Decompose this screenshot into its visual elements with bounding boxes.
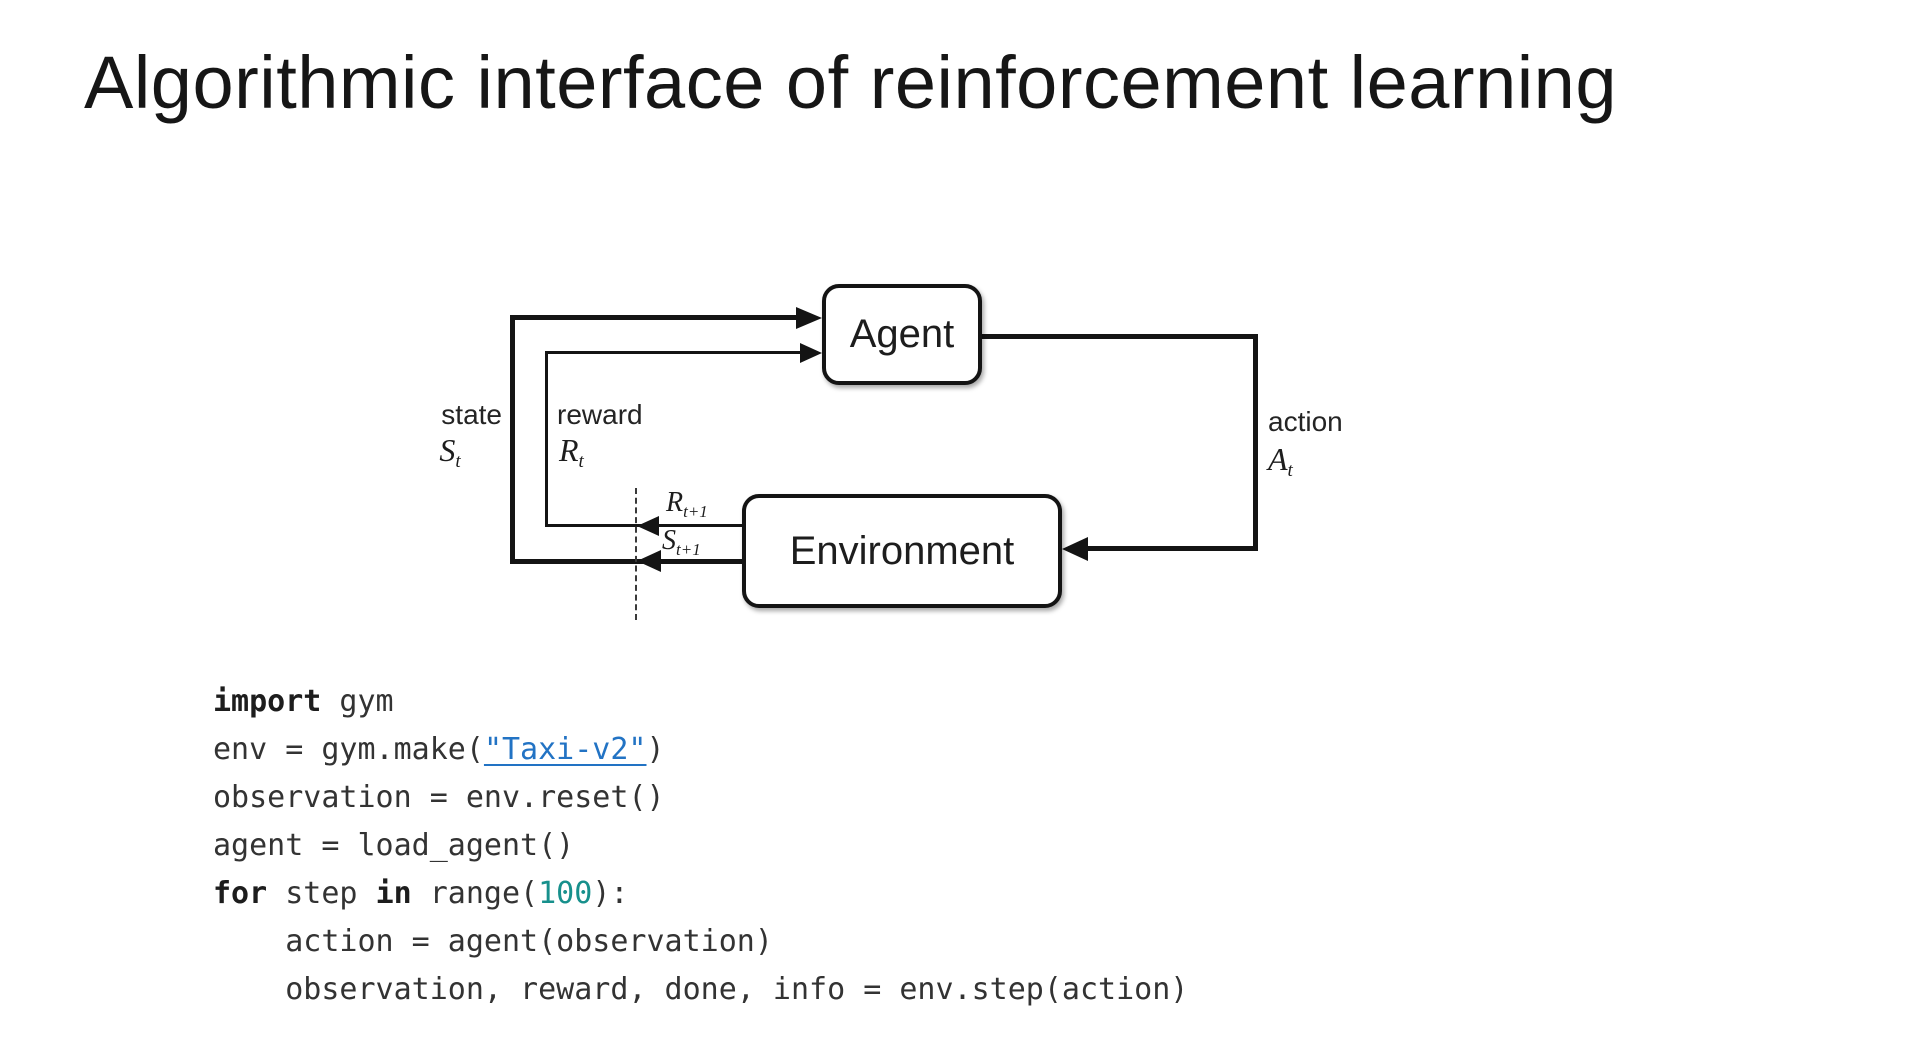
code-line: agent = load_agent() [213,822,1188,870]
code-line: observation, reward, done, info = env.st… [213,966,1188,1014]
code-token: 100 [538,876,593,911]
reward-line-left [545,351,548,527]
code-token: range( [411,876,539,911]
slide-title: Algorithmic interface of reinforcement l… [84,41,1617,124]
timestep-boundary-dashed-line [635,488,637,620]
reward-arrowhead-into-agent [800,343,822,363]
action-line-top [982,334,1258,339]
environment-box: Environment [742,494,1062,608]
agent-box-label: Agent [849,312,955,356]
code-token: gym [321,684,394,719]
code-token: observation = env.reset() [213,780,665,815]
code-line: action = agent(observation) [213,918,1188,966]
code-token: import [213,684,322,719]
reward-symbol: Rt [559,432,584,472]
state-next-symbol: St+1 [662,525,701,559]
state-line-left [510,315,515,564]
state-line-top [510,315,800,320]
code-line: observation = env.reset() [213,774,1188,822]
code-token: for [213,876,268,911]
code-token: ) [646,732,665,767]
state-arrowhead-into-agent [796,307,822,329]
reward-line-top [545,351,800,354]
code-token: ): [592,876,629,911]
state-symbol: St [439,432,461,472]
code-line: for step in range(100): [213,870,1188,918]
code-token: step [267,876,376,911]
code-token: in [375,876,412,911]
code-token: observation, reward, done, info = env.st… [213,972,1189,1007]
code-token: agent = load_agent() [213,828,575,863]
environment-box-label: Environment [789,528,1015,573]
action-arrowhead-into-environment [1062,537,1088,561]
taxi-v2-link[interactable]: "Taxi-v2" [483,732,647,767]
code-line: env = gym.make("Taxi-v2") [213,726,1188,774]
reward-next-symbol: Rt+1 [666,487,708,521]
code-token: action = agent(observation) [213,924,773,959]
code-token: env = gym.make( [213,732,484,767]
code-line: import gym [213,678,1188,726]
reward-label: reward [557,399,643,430]
state-next-arrowhead [637,550,661,572]
action-line-right [1253,334,1258,551]
agent-box: Agent [822,284,982,385]
state-line-bottom [510,559,742,564]
action-label: action [1268,406,1343,437]
state-label: state [441,399,502,430]
action-line-bottom [1086,546,1258,551]
reward-next-arrowhead [637,516,659,536]
action-symbol: At [1268,441,1293,481]
